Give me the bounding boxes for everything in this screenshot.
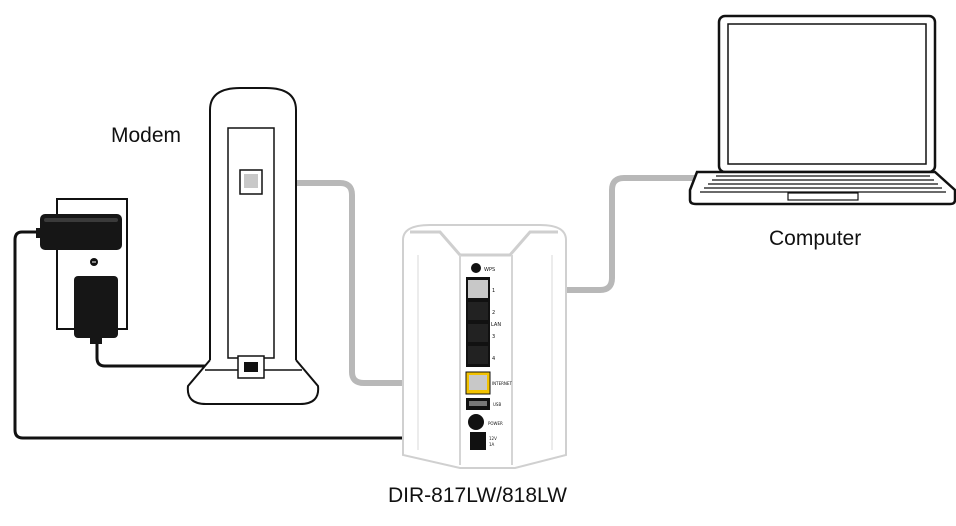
ethernet-cable-modem-to-router — [259, 180, 475, 386]
router-power-button — [468, 414, 484, 430]
router-dc-voltage-label: 12V — [489, 436, 497, 441]
router-model-label: DIR-817LW/818LW — [388, 484, 567, 507]
router-lan-label: LAN — [491, 322, 501, 328]
laptop-keyboard — [700, 175, 946, 193]
modem — [186, 87, 320, 405]
router: WPS 1 2 LAN 3 4 INTERNET USB POWER 12V 1… — [402, 224, 567, 469]
power-cable-adapter-to-modem — [95, 338, 252, 368]
router-lan-number-3: 3 — [492, 334, 495, 340]
router-dc-amp-label: 1A — [489, 442, 495, 447]
router-wps-button — [471, 263, 481, 273]
router-lan-number-4: 4 — [492, 356, 495, 362]
router-internet-label: INTERNET — [492, 381, 512, 386]
power-plug-top — [36, 214, 122, 250]
power-cable-outlet-to-router — [13, 230, 470, 440]
ethernet-cable-router-to-computer — [485, 175, 708, 293]
router-lan-ports — [466, 277, 490, 367]
router-dc-in-port — [470, 432, 486, 450]
laptop-computer — [688, 14, 956, 206]
modem-label: Modem — [111, 124, 182, 147]
power-adapter — [74, 276, 118, 344]
router-lan-number-1: 1 — [492, 288, 495, 294]
router-usb-label: USB — [493, 402, 501, 407]
router-lan-number-2: 2 — [492, 310, 495, 316]
router-wps-label: WPS — [484, 267, 495, 273]
router-power-label: POWER — [488, 421, 503, 426]
computer-label: Computer — [769, 227, 862, 250]
